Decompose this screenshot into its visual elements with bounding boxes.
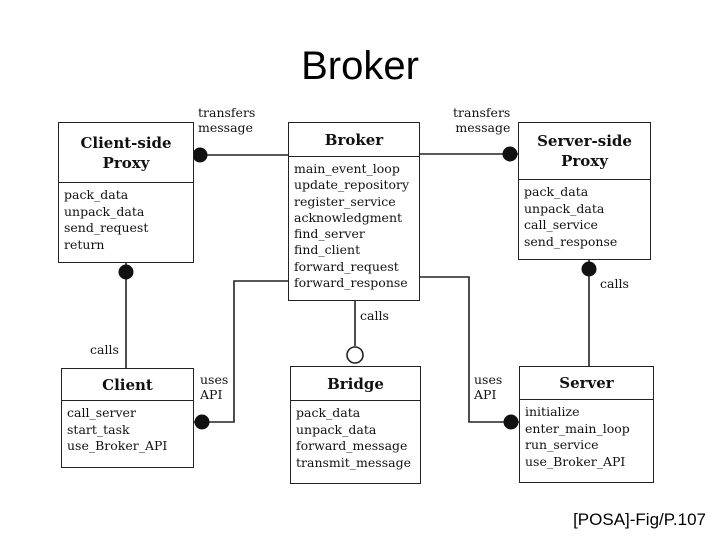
label-line: API xyxy=(474,387,497,402)
method-list: pack_data unpack_data send_request retur… xyxy=(59,183,193,257)
class-name-line2: Proxy xyxy=(102,153,150,172)
association-dot-clientproxy xyxy=(192,147,208,163)
method: pack_data xyxy=(296,405,361,420)
method-list: main_event_loop update_repository regist… xyxy=(289,157,419,295)
class-server-side-proxy: Server-side Proxy pack_data unpack_data … xyxy=(518,122,651,260)
figure-caption: [POSA]-Fig/P.107 xyxy=(573,510,706,529)
class-broker: Broker main_event_loop update_repository… xyxy=(288,122,420,301)
method: pack_data xyxy=(524,184,589,199)
open-circle-bridge xyxy=(346,346,364,364)
class-name: Server-side Proxy xyxy=(519,123,650,180)
label-line: transfers xyxy=(198,105,256,120)
method: unpack_data xyxy=(524,200,605,216)
label-calls-server: calls xyxy=(600,276,629,291)
method: register_service xyxy=(294,193,396,209)
method: pack_data xyxy=(64,187,129,202)
label-line: uses xyxy=(474,372,503,387)
method: initialize xyxy=(525,404,580,419)
method: unpack_data xyxy=(296,421,377,437)
association-dot-serverproxy xyxy=(502,146,518,162)
method: find_client xyxy=(294,242,361,258)
label-line: transfers xyxy=(453,105,511,120)
method: send_request xyxy=(64,220,149,235)
association-dot-server-uses xyxy=(503,414,519,430)
class-name-line1: Server-side xyxy=(537,132,632,150)
method: start_task xyxy=(67,421,130,437)
method: return xyxy=(64,236,105,252)
class-client-side-proxy: Client-side Proxy pack_data unpack_data … xyxy=(58,122,194,263)
method: send_response xyxy=(524,233,618,249)
label-calls-bridge: calls xyxy=(360,308,389,323)
method: forward_message xyxy=(296,438,408,453)
class-name: Server xyxy=(520,367,653,400)
label-line: message xyxy=(455,120,511,135)
method: call_server xyxy=(67,405,136,420)
association-dot-clientproxy-calls xyxy=(118,264,134,280)
class-client: Client call_server start_task use_Broker… xyxy=(61,368,194,468)
method: enter_main_loop xyxy=(525,420,630,436)
label-line: message xyxy=(198,120,253,135)
label-uses-api-client: uses API xyxy=(200,372,228,402)
method: find_server xyxy=(294,226,365,242)
label-line: API xyxy=(200,387,223,402)
method: update_repository xyxy=(294,177,410,193)
method: use_Broker_API xyxy=(67,438,168,453)
method: forward_response xyxy=(294,275,408,291)
class-name: Bridge xyxy=(291,367,420,401)
method: forward_request xyxy=(294,258,399,274)
method: acknowledgment xyxy=(294,209,403,225)
label-line: uses xyxy=(200,372,229,387)
label-transfers-message-left: transfers message xyxy=(198,105,255,135)
method-list: pack_data unpack_data forward_message tr… xyxy=(291,401,420,475)
label-calls-client: calls xyxy=(90,342,119,357)
method-list: call_server start_task use_Broker_API xyxy=(62,401,193,459)
method: call_service xyxy=(524,217,598,232)
class-name-line2: Proxy xyxy=(561,152,608,170)
method: run_service xyxy=(525,437,599,452)
class-name: Client xyxy=(62,369,193,401)
label-uses-api-server: uses API xyxy=(474,372,502,402)
class-server: Server initialize enter_main_loop run_se… xyxy=(519,366,654,483)
method: transmit_message xyxy=(296,454,411,470)
label-transfers-message-right: transfers message xyxy=(453,105,510,135)
diagram-title: Broker xyxy=(301,44,419,88)
method: use_Broker_API xyxy=(525,453,626,469)
class-name: Broker xyxy=(289,123,419,157)
method-list: pack_data unpack_data call_service send_… xyxy=(519,180,650,254)
method-list: initialize enter_main_loop run_service u… xyxy=(520,400,653,474)
link-server-broker xyxy=(420,276,519,423)
class-name: Client-side Proxy xyxy=(59,123,193,183)
link-client-broker xyxy=(194,280,288,423)
method: main_event_loop xyxy=(294,161,400,176)
association-dot-client-uses xyxy=(194,414,210,430)
class-name-line1: Client-side xyxy=(80,133,172,152)
method: unpack_data xyxy=(64,203,145,219)
association-dot-serverproxy-calls xyxy=(581,261,597,277)
class-bridge: Bridge pack_data unpack_data forward_mes… xyxy=(290,366,421,484)
